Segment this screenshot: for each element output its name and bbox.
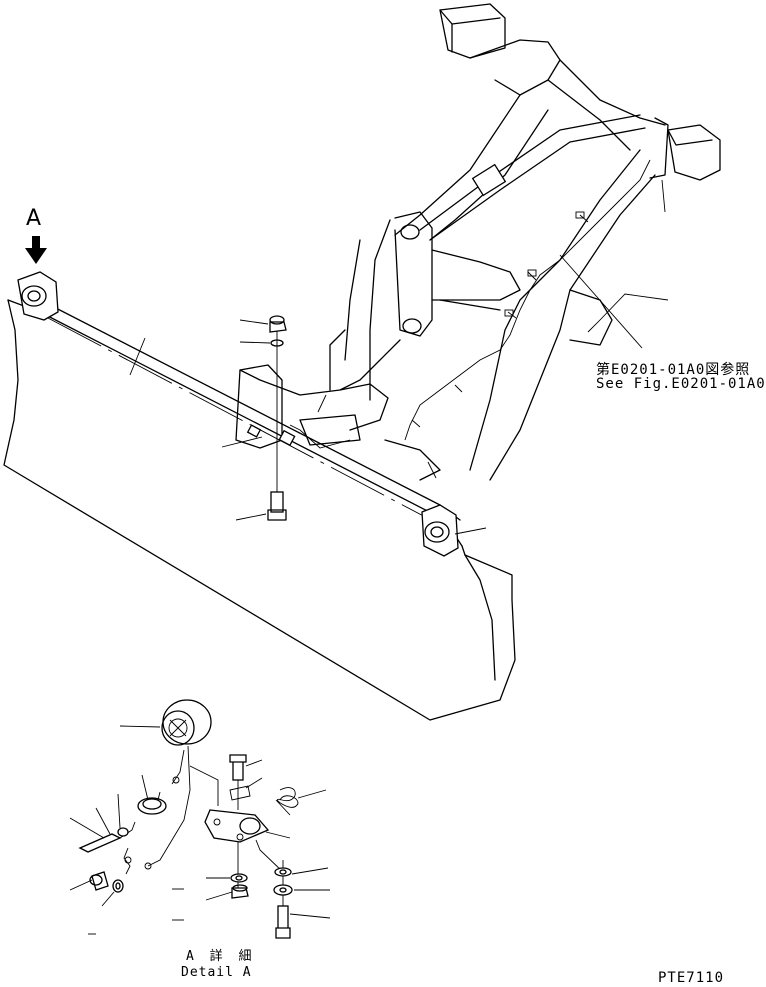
detail-a — [69, 699, 331, 939]
detail-title-japanese: A 詳 細 — [186, 949, 256, 964]
view-arrow — [25, 236, 47, 264]
detail-title-english: Detail A — [181, 965, 252, 980]
exploded-view-drawing — [3, 3, 721, 939]
leader-lines-top — [129, 179, 669, 535]
reference-note-english: See Fig.E0201-01A0 — [596, 376, 766, 392]
reference-note-japanese: 第E0201-01A0図参照 — [596, 362, 751, 378]
dozer-blade — [3, 271, 516, 721]
parts-diagram: A 第E0201-01A0図参照 See Fig.E0201-01A0 A 詳 … — [3, 3, 765, 986]
bolt-stack — [267, 315, 287, 521]
drawing-code: PTE7110 — [658, 970, 725, 986]
lift-frame — [235, 3, 721, 481]
view-label: A — [26, 206, 42, 231]
